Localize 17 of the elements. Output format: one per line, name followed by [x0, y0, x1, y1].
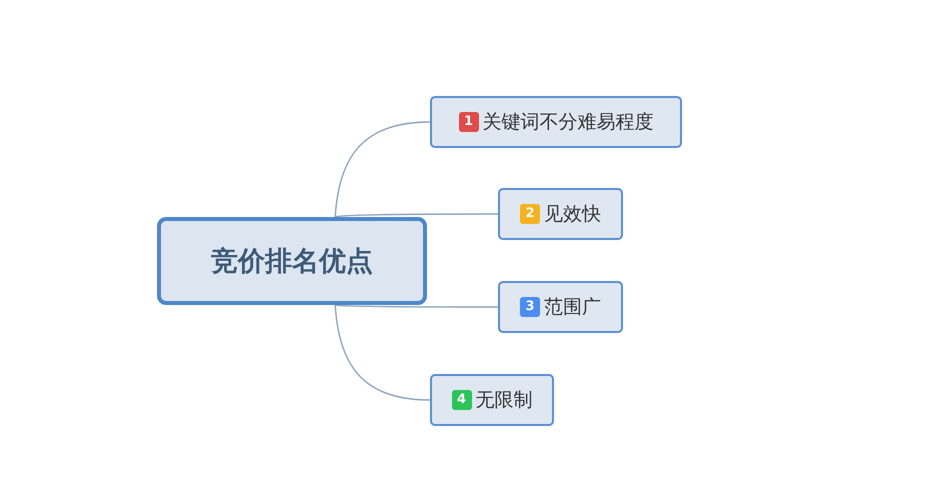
topic-text: 范围广 [544, 295, 601, 319]
topic-box [498, 188, 623, 240]
central-topic-box: 竞价排名优点 [157, 217, 427, 305]
number-badge: 1 [458, 112, 478, 132]
topic-text: 见效快 [544, 202, 601, 226]
number-badge: 3 [520, 297, 540, 317]
number-badge: 4 [452, 390, 472, 410]
topic-text: 无限制 [476, 388, 532, 412]
topic-box [430, 374, 554, 426]
branch-line [334, 304, 430, 401]
topic-box [430, 96, 682, 148]
topic-text: 关键词不分难易程度 [482, 110, 654, 134]
topic-box [498, 281, 623, 333]
branch-line [335, 304, 498, 308]
branch-line [335, 213, 498, 218]
number-badge: 2 [520, 204, 540, 224]
branch-line [334, 121, 430, 218]
